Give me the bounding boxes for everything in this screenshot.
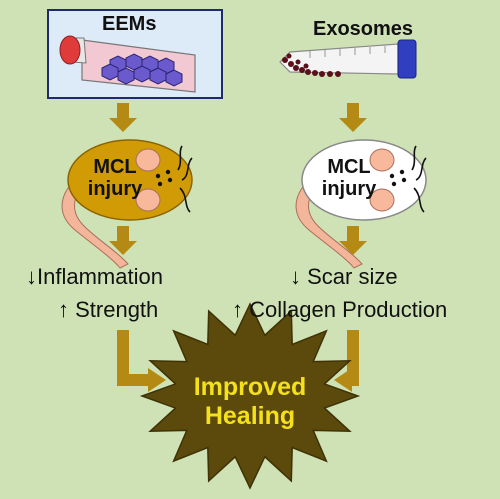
eems-title: EEMs [102, 13, 157, 35]
right-middle-arrow [339, 226, 367, 255]
left-outcome-line2: ↑ Strength [58, 297, 159, 322]
right-bent-arrow-head [334, 368, 352, 392]
right-outcome-line1: ↓ Scar size [290, 264, 398, 289]
right-mouse-whiskers [411, 145, 427, 213]
exosomes-title: Exosomes [313, 18, 414, 40]
tube-graduations [309, 46, 386, 58]
flask-cap [59, 35, 81, 65]
right-mouse-label: MCL injury [318, 156, 380, 200]
tube-cap [397, 39, 417, 79]
right-top-arrow [339, 103, 367, 132]
exosome-tube-illustration [279, 39, 417, 79]
right-mouse [295, 139, 427, 269]
right-mouse-tail [295, 187, 363, 269]
left-mouse-label: MCL injury [84, 156, 146, 200]
middle-arrows [109, 226, 367, 255]
left-outcome-line1: ↓Inflammation [26, 264, 163, 289]
converging-arrows [117, 330, 359, 392]
eems-flask-illustration [47, 9, 223, 99]
cell-cluster [101, 53, 183, 87]
left-mouse-eyes [155, 169, 173, 187]
left-mouse-ear-bottom [135, 188, 161, 212]
right-mouse-body [301, 139, 427, 221]
left-mouse-whiskers [177, 145, 193, 213]
right-mouse-ear-bottom [369, 188, 395, 212]
left-bent-arrow-shaft [117, 330, 150, 386]
left-top-arrow [109, 103, 137, 132]
left-mouse [61, 139, 193, 269]
healing-label: Improved Healing [180, 373, 320, 431]
left-bent-arrow-head [148, 368, 166, 392]
top-arrows [109, 103, 367, 132]
right-mouse-ear-top [369, 148, 395, 172]
exosome-dots [282, 53, 341, 77]
healing-label-line1: Improved [193, 373, 307, 401]
left-mouse-ear-top [135, 148, 161, 172]
left-mouse-body [67, 139, 193, 221]
right-mouse-eyes [389, 169, 407, 187]
healing-starburst [139, 302, 361, 490]
right-mouse-label-line2: injury [321, 178, 377, 200]
left-mouse-label-line1: MCL [93, 156, 137, 178]
right-outcome-line2: ↑ Collagen Production [232, 297, 448, 322]
left-mouse-tail [61, 187, 129, 269]
left-mouse-label-line2: injury [87, 178, 143, 200]
healing-label-line2: Healing [204, 402, 296, 430]
right-mouse-label-line1: MCL [327, 156, 371, 178]
left-middle-arrow [109, 226, 137, 255]
